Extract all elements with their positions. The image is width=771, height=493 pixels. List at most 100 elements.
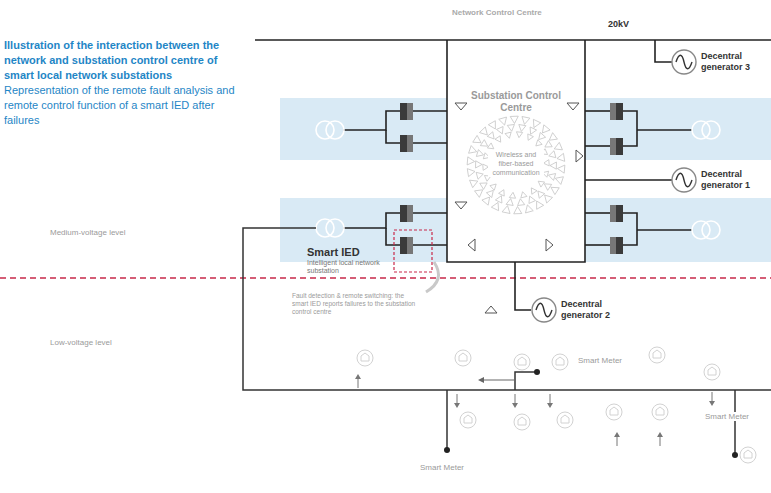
signal-triangle <box>491 202 498 210</box>
house-icon <box>459 353 467 361</box>
flow-arrow <box>614 432 620 437</box>
signal-triangle <box>557 153 565 161</box>
wire <box>585 110 610 112</box>
meter-label: Smart Meter <box>705 412 749 421</box>
voltage-label: 20kV <box>608 19 629 29</box>
house-icon <box>649 347 665 363</box>
flow-arrow <box>358 378 359 388</box>
house-icon <box>552 354 568 370</box>
house-icon <box>518 357 526 365</box>
sine-wave <box>676 55 692 69</box>
flow-arrow <box>614 432 620 446</box>
ied-subtitle: Intelligent local network substation <box>307 259 387 275</box>
signal-triangle <box>518 199 525 206</box>
house-icon <box>357 350 373 366</box>
house-icon <box>460 412 476 428</box>
meter-label: Smart Meter <box>578 356 622 365</box>
flow-arrow <box>482 380 515 381</box>
generator-label: Decentral generator 2 <box>561 299 623 321</box>
signal-triangle <box>537 201 544 209</box>
signal-triangle <box>476 161 482 168</box>
wire <box>637 229 692 231</box>
signal-triangle <box>482 197 490 205</box>
title: Illustration of the interaction between … <box>4 38 244 83</box>
flow-arrow <box>457 394 458 404</box>
transformer-symbol <box>702 221 720 239</box>
wire <box>413 142 447 144</box>
triangle-marker <box>455 103 467 110</box>
junction-dot <box>732 452 738 458</box>
centre-subtitle: Wireless and fiber-based communication <box>488 150 544 177</box>
signal-triangle <box>542 125 550 133</box>
switch <box>610 237 623 254</box>
signal-triangle <box>538 191 545 198</box>
house-icon <box>740 447 756 463</box>
house-icon <box>704 364 720 380</box>
signal-triangle <box>554 142 562 149</box>
consumer-houses <box>357 347 756 463</box>
switch <box>610 205 623 222</box>
house-icon <box>514 354 530 370</box>
signal-triangle <box>487 132 494 139</box>
signal-triangle <box>522 116 530 124</box>
signal-triangle <box>488 121 495 129</box>
signal-triangle <box>496 127 503 134</box>
house-icon <box>361 353 369 361</box>
house-icon <box>744 450 752 458</box>
generator-feeder <box>585 179 672 181</box>
transformers <box>316 121 720 239</box>
switch <box>610 237 616 254</box>
triangle-marker <box>576 150 583 162</box>
signal-triangle <box>528 134 534 140</box>
switch <box>407 205 413 222</box>
signal-triangle <box>549 133 557 141</box>
medium-voltage-wires <box>255 40 771 262</box>
house-icon <box>464 415 472 423</box>
signal-triangle <box>533 119 540 127</box>
wire <box>413 244 447 246</box>
voltage-bands <box>280 98 771 262</box>
house-icon <box>606 404 622 420</box>
smart-ied-band: Smart IEDIntelligent local network subst… <box>280 198 447 262</box>
generator-symbol <box>672 168 696 192</box>
house-icon <box>514 414 530 430</box>
signal-triangle <box>525 205 533 213</box>
generator-symbol <box>531 297 557 323</box>
house-icon <box>610 407 618 415</box>
house-icon <box>656 407 664 415</box>
ied-title: Smart IED <box>307 246 360 258</box>
signal-triangle <box>475 190 483 198</box>
signal-triangle <box>555 177 563 185</box>
sine-wave <box>536 303 552 317</box>
lv-bus <box>243 228 771 390</box>
house-icon <box>552 354 568 370</box>
generator-symbol <box>671 167 697 193</box>
switch <box>610 205 616 222</box>
generator-node: Decentral generator 1 <box>671 167 763 193</box>
triangle-marker <box>567 103 579 110</box>
switch <box>610 138 623 155</box>
switch <box>610 138 616 155</box>
signal-triangle <box>538 181 544 187</box>
signal-triangle <box>490 184 496 190</box>
signal-triangle <box>514 206 522 213</box>
generator-symbol <box>671 49 697 75</box>
signal-triangle <box>476 150 483 157</box>
wire <box>413 110 447 112</box>
junction-dot <box>444 447 450 453</box>
house-icon <box>455 350 471 366</box>
transformer-symbol <box>316 121 334 139</box>
power-flow-arrows <box>355 374 715 446</box>
substation-band <box>585 198 771 262</box>
junction-dot <box>534 369 540 375</box>
wire <box>585 145 610 147</box>
signal-triangle <box>473 135 481 142</box>
flow-arrow <box>478 377 484 383</box>
callout-note: Fault detection & remote switching: the … <box>292 292 420 316</box>
wire <box>623 111 637 146</box>
transformer-symbol <box>692 221 710 239</box>
signal-triangle <box>506 199 513 206</box>
signal-triangle <box>529 196 536 203</box>
lv-dots <box>444 369 738 458</box>
flow-arrow <box>547 394 553 408</box>
